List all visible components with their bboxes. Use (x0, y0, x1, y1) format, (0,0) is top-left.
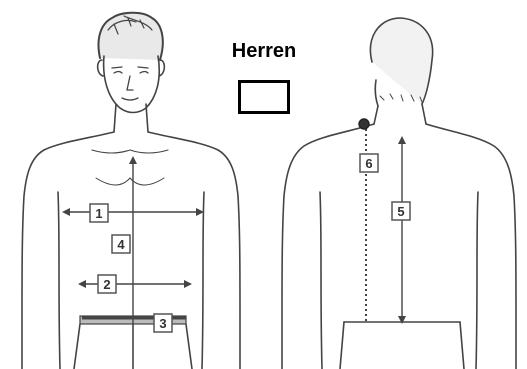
front-face (104, 56, 160, 113)
front-torso-outline (22, 132, 114, 369)
marker-4-label: 4 (117, 237, 125, 252)
marker-5: 5 (392, 202, 410, 220)
marker-4: 4 (112, 235, 130, 253)
front-hair (99, 13, 163, 60)
page-title: Herren (218, 40, 310, 63)
back-figure (282, 18, 516, 369)
marker-1-label: 1 (95, 206, 102, 221)
neck-point (359, 119, 369, 129)
marker-6: 6 (360, 154, 378, 172)
marker-3-label: 3 (159, 316, 166, 331)
herren-checkbox[interactable] (238, 80, 290, 114)
marker-6-label: 6 (365, 156, 372, 171)
back-head (370, 18, 432, 106)
front-figure (22, 13, 240, 369)
marker-2: 2 (98, 275, 116, 293)
marker-3: 3 (154, 314, 172, 332)
marker-1: 1 (90, 204, 108, 222)
front-measure-lines (66, 160, 200, 324)
marker-5-label: 5 (397, 204, 404, 219)
marker-2-label: 2 (103, 277, 110, 292)
